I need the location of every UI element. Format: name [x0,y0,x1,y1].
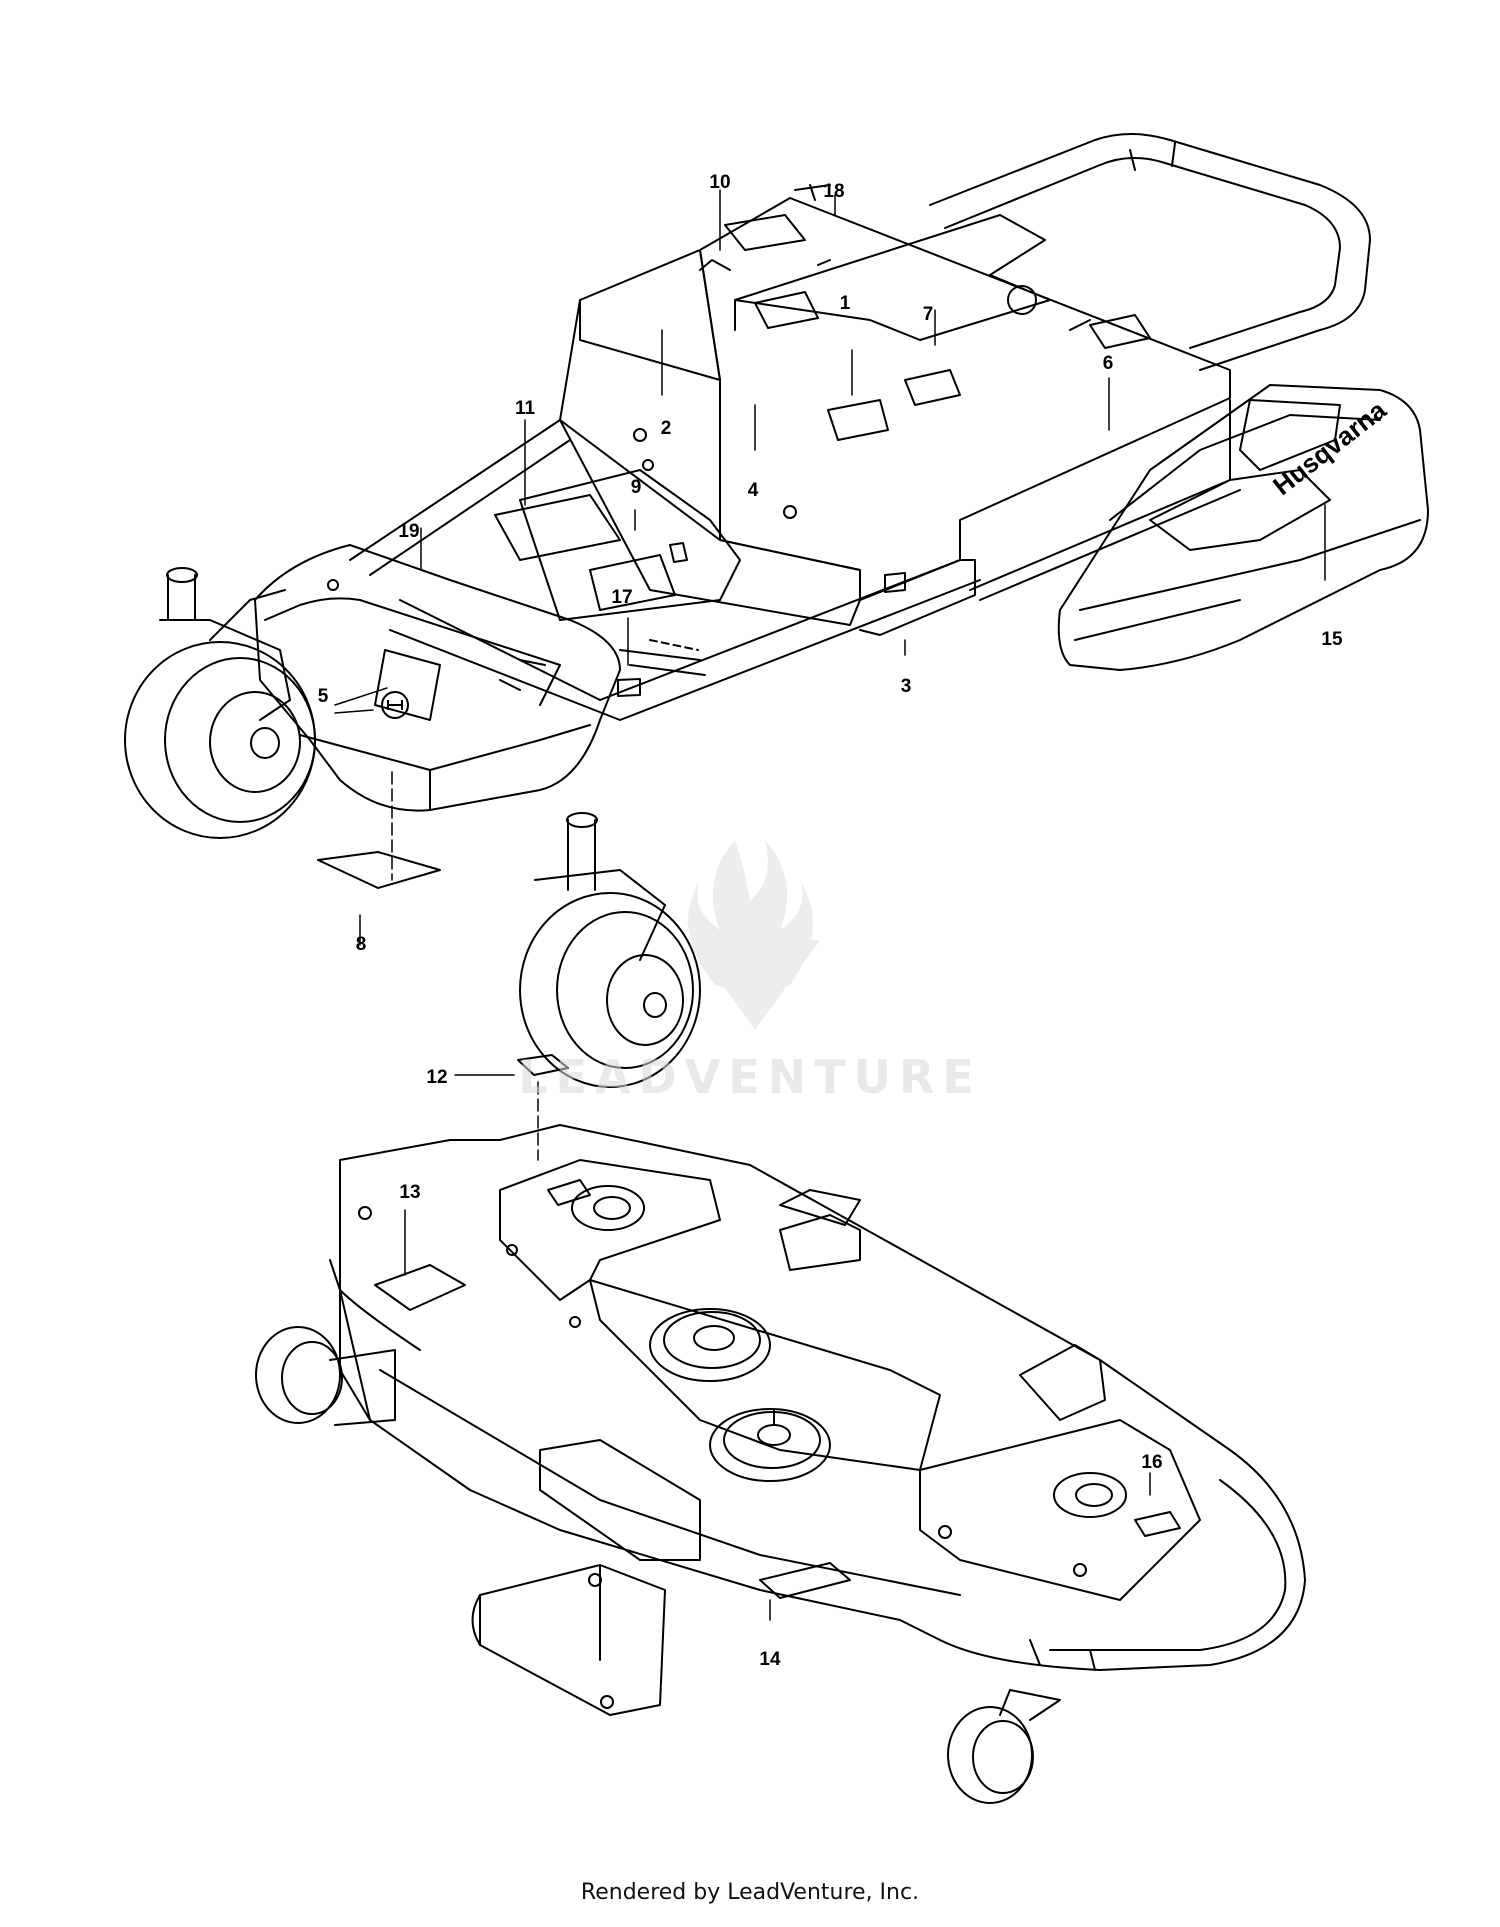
front-left-wheel [124,567,316,839]
leader-lines [334,189,1326,1621]
callout-2: 2 [661,418,672,439]
callout-6: 6 [1103,353,1114,374]
callout-11: 11 [515,398,536,419]
floor-decals [317,678,641,1076]
footer-credit: Rendered by LeadVenture, Inc. [580,1880,920,1905]
callout-9: 9 [631,477,642,498]
callout-5: 5 [318,686,329,707]
crown-logo-icon [381,691,409,719]
svg-text:Husqvarna: Husqvarna [1267,394,1392,501]
rear-fender [1057,384,1429,671]
front-right-wheel [519,812,701,1088]
callout-19: 19 [398,521,419,542]
callout-12: 12 [426,1067,447,1088]
callout-18: 18 [823,181,844,202]
callout-16: 16 [1141,1452,1162,1473]
deck-wheel-left [255,1326,396,1426]
callout-3: 3 [901,676,912,697]
callout-14: 14 [759,1649,781,1670]
callout-7: 7 [923,304,934,325]
watermark-text: LEADVENTURE [518,1050,982,1104]
callout-13: 13 [399,1182,420,1203]
callout-17: 17 [611,587,632,608]
husqvarna-logo: Husqvarna [1267,394,1392,501]
mower-deck [329,1124,1306,1671]
callout-15: 15 [1321,629,1343,650]
deck-wheel-right [947,1689,1061,1804]
callout-8: 8 [356,934,367,955]
flame-watermark-icon [688,840,820,1030]
handle-bar [929,133,1371,371]
front-bumper [254,544,621,812]
callout-4: 4 [748,480,759,501]
chassis [559,184,1231,636]
callout-1: 1 [840,293,851,314]
callout-10: 10 [709,172,730,193]
discharge-roller [471,1564,666,1716]
frame-rails [349,399,1241,721]
